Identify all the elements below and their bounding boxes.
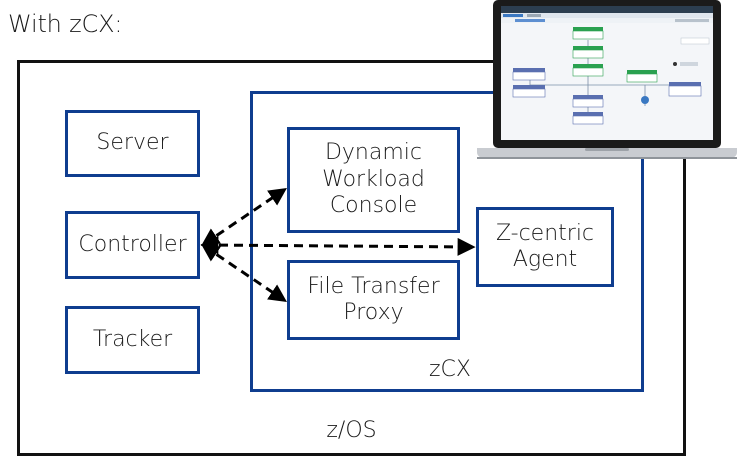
zos-label: z/OS	[326, 418, 377, 443]
file-transfer-proxy-box: File Transfer Proxy	[287, 260, 460, 340]
laptop-icon	[477, 0, 737, 159]
arrow-controller-agent	[200, 236, 476, 256]
heading: With zCX:	[8, 10, 123, 38]
zcentric-agent-box: Z-centric Agent	[476, 207, 614, 287]
dynamic-workload-console-box: Dynamic Workload Console	[287, 127, 460, 233]
arrow-controller-ftp	[201, 243, 287, 303]
server-box: Server	[65, 110, 200, 177]
zos-container	[17, 60, 686, 456]
zcx-label: zCX	[429, 357, 471, 382]
tracker-box: Tracker	[65, 306, 200, 374]
arrow-controller-dwc	[201, 187, 287, 247]
controller-box: Controller	[65, 211, 200, 279]
